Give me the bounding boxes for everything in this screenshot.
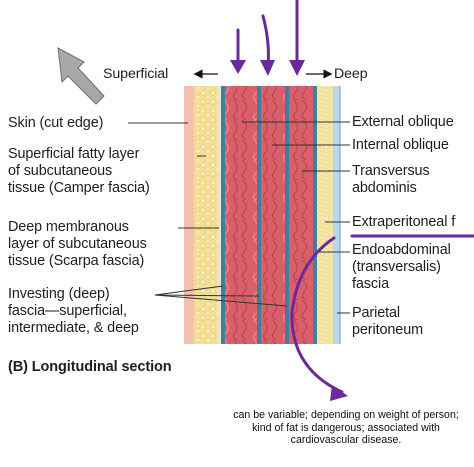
label-camper-fascia: Superficial fatty layer of subcutaneous … xyxy=(8,146,150,196)
label-external-oblique: External oblique xyxy=(352,114,454,130)
handwritten-annotations xyxy=(230,0,474,401)
label-scarpa-fascia: Deep membranous layer of subcutaneous ti… xyxy=(8,219,147,269)
camper-fat-layer xyxy=(194,86,218,344)
superficial-label: Superficial xyxy=(103,66,169,82)
label-skin: Skin (cut edge) xyxy=(8,115,104,131)
leader-lines xyxy=(128,121,350,314)
figure-caption: (B) Longitudinal section xyxy=(8,359,172,375)
label-internal-oblique: Internal oblique xyxy=(352,137,449,153)
scarpa-fascia-layer xyxy=(218,86,221,344)
direction-arrows xyxy=(57,47,333,105)
investing-fascia-deep xyxy=(285,86,289,344)
annotation-note: can be variable; depending on weight of … xyxy=(233,409,459,447)
peritoneum-layer xyxy=(333,86,340,344)
deep-label: Deep xyxy=(334,66,368,82)
skin-layer xyxy=(184,86,194,344)
transversalis-fascia-layer xyxy=(313,86,317,344)
label-transversus: Transversus abdominis xyxy=(352,163,430,196)
label-parietal-peritoneum: Parietal peritoneum xyxy=(352,305,423,338)
investing-fascia-intermediate xyxy=(257,86,261,344)
tissue-layers xyxy=(184,86,341,344)
extraperitoneal-fat-layer xyxy=(317,86,333,344)
internal-oblique-muscle xyxy=(261,86,285,344)
label-extraperitoneal: Extraperitoneal f xyxy=(352,214,456,230)
external-oblique-muscle xyxy=(225,86,257,344)
view-direction-arrow-icon xyxy=(57,47,105,105)
investing-fascia-superficial xyxy=(221,86,225,344)
label-endoabdominal: Endoabdominal (transversalis) fascia xyxy=(352,242,451,292)
purple-curve-arrow-icon xyxy=(290,236,344,394)
purple-arrow-2-icon xyxy=(261,14,270,68)
label-investing-fascia: Investing (deep) fascia—superficial, int… xyxy=(8,286,139,336)
